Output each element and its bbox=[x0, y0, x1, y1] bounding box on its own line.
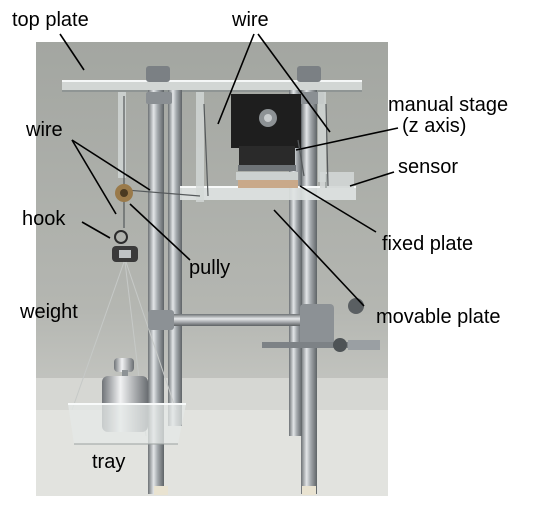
pulley bbox=[115, 184, 133, 202]
label-pully: pully bbox=[189, 257, 231, 279]
label-z-axis: (z axis) bbox=[402, 115, 467, 137]
label-movable-plate: movable plate bbox=[376, 306, 501, 328]
label-hook: hook bbox=[22, 208, 66, 230]
fixed-plate bbox=[236, 172, 298, 180]
pointer-lines bbox=[59, 33, 399, 307]
horizontal-bar bbox=[148, 298, 380, 352]
left-bracket bbox=[118, 92, 326, 202]
label-weight: weight bbox=[20, 301, 78, 323]
top-plate bbox=[62, 80, 362, 92]
movable-plate bbox=[180, 180, 356, 200]
label-manual-stage: manual stage bbox=[388, 94, 509, 116]
label-fixed-plate: fixed plate bbox=[382, 233, 474, 255]
tray bbox=[68, 403, 186, 445]
manual-stage bbox=[231, 94, 301, 171]
wall bbox=[36, 42, 388, 420]
hook bbox=[112, 230, 138, 262]
label-tray: tray bbox=[92, 451, 126, 473]
label-top-plate: top plate bbox=[12, 9, 89, 31]
label-wire-left: wire bbox=[26, 119, 63, 141]
label-wire-top: wire bbox=[232, 9, 269, 31]
label-sensor: sensor bbox=[398, 156, 459, 178]
